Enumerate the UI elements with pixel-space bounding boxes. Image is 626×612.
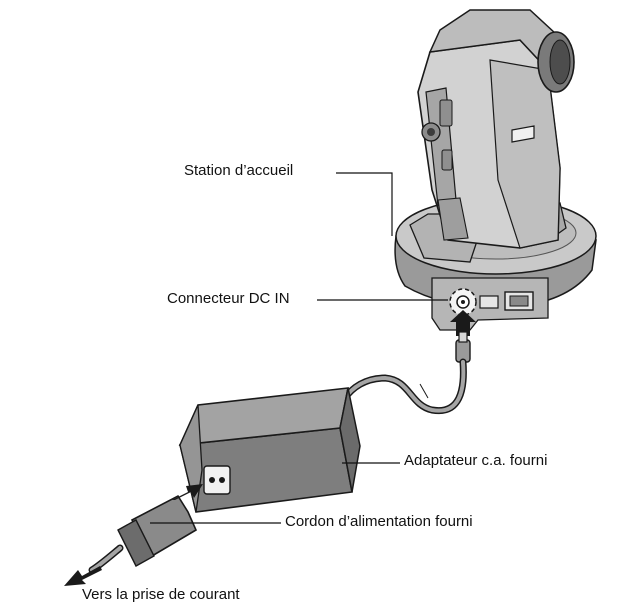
ac-adapter xyxy=(178,387,361,513)
outlet-arrow xyxy=(64,566,102,586)
dc-in-connector xyxy=(449,288,477,316)
dc-cable xyxy=(341,358,467,415)
power-cord xyxy=(88,494,198,574)
leader-lines xyxy=(150,172,448,524)
label-outlet: Vers la prise de courant xyxy=(82,586,240,603)
insert-arrow-up xyxy=(450,310,476,336)
camcorder xyxy=(417,9,575,249)
label-station: Station d’accueil xyxy=(184,162,294,179)
dc-plug xyxy=(455,331,471,363)
label-dc-in-connector: Connecteur DC IN xyxy=(167,290,290,307)
insert-arrow-right xyxy=(172,484,203,500)
label-power-cord: Cordon d’alimentation fourni xyxy=(285,513,473,530)
label-ac-adapter: Adaptateur c.a. fourni xyxy=(404,452,548,469)
